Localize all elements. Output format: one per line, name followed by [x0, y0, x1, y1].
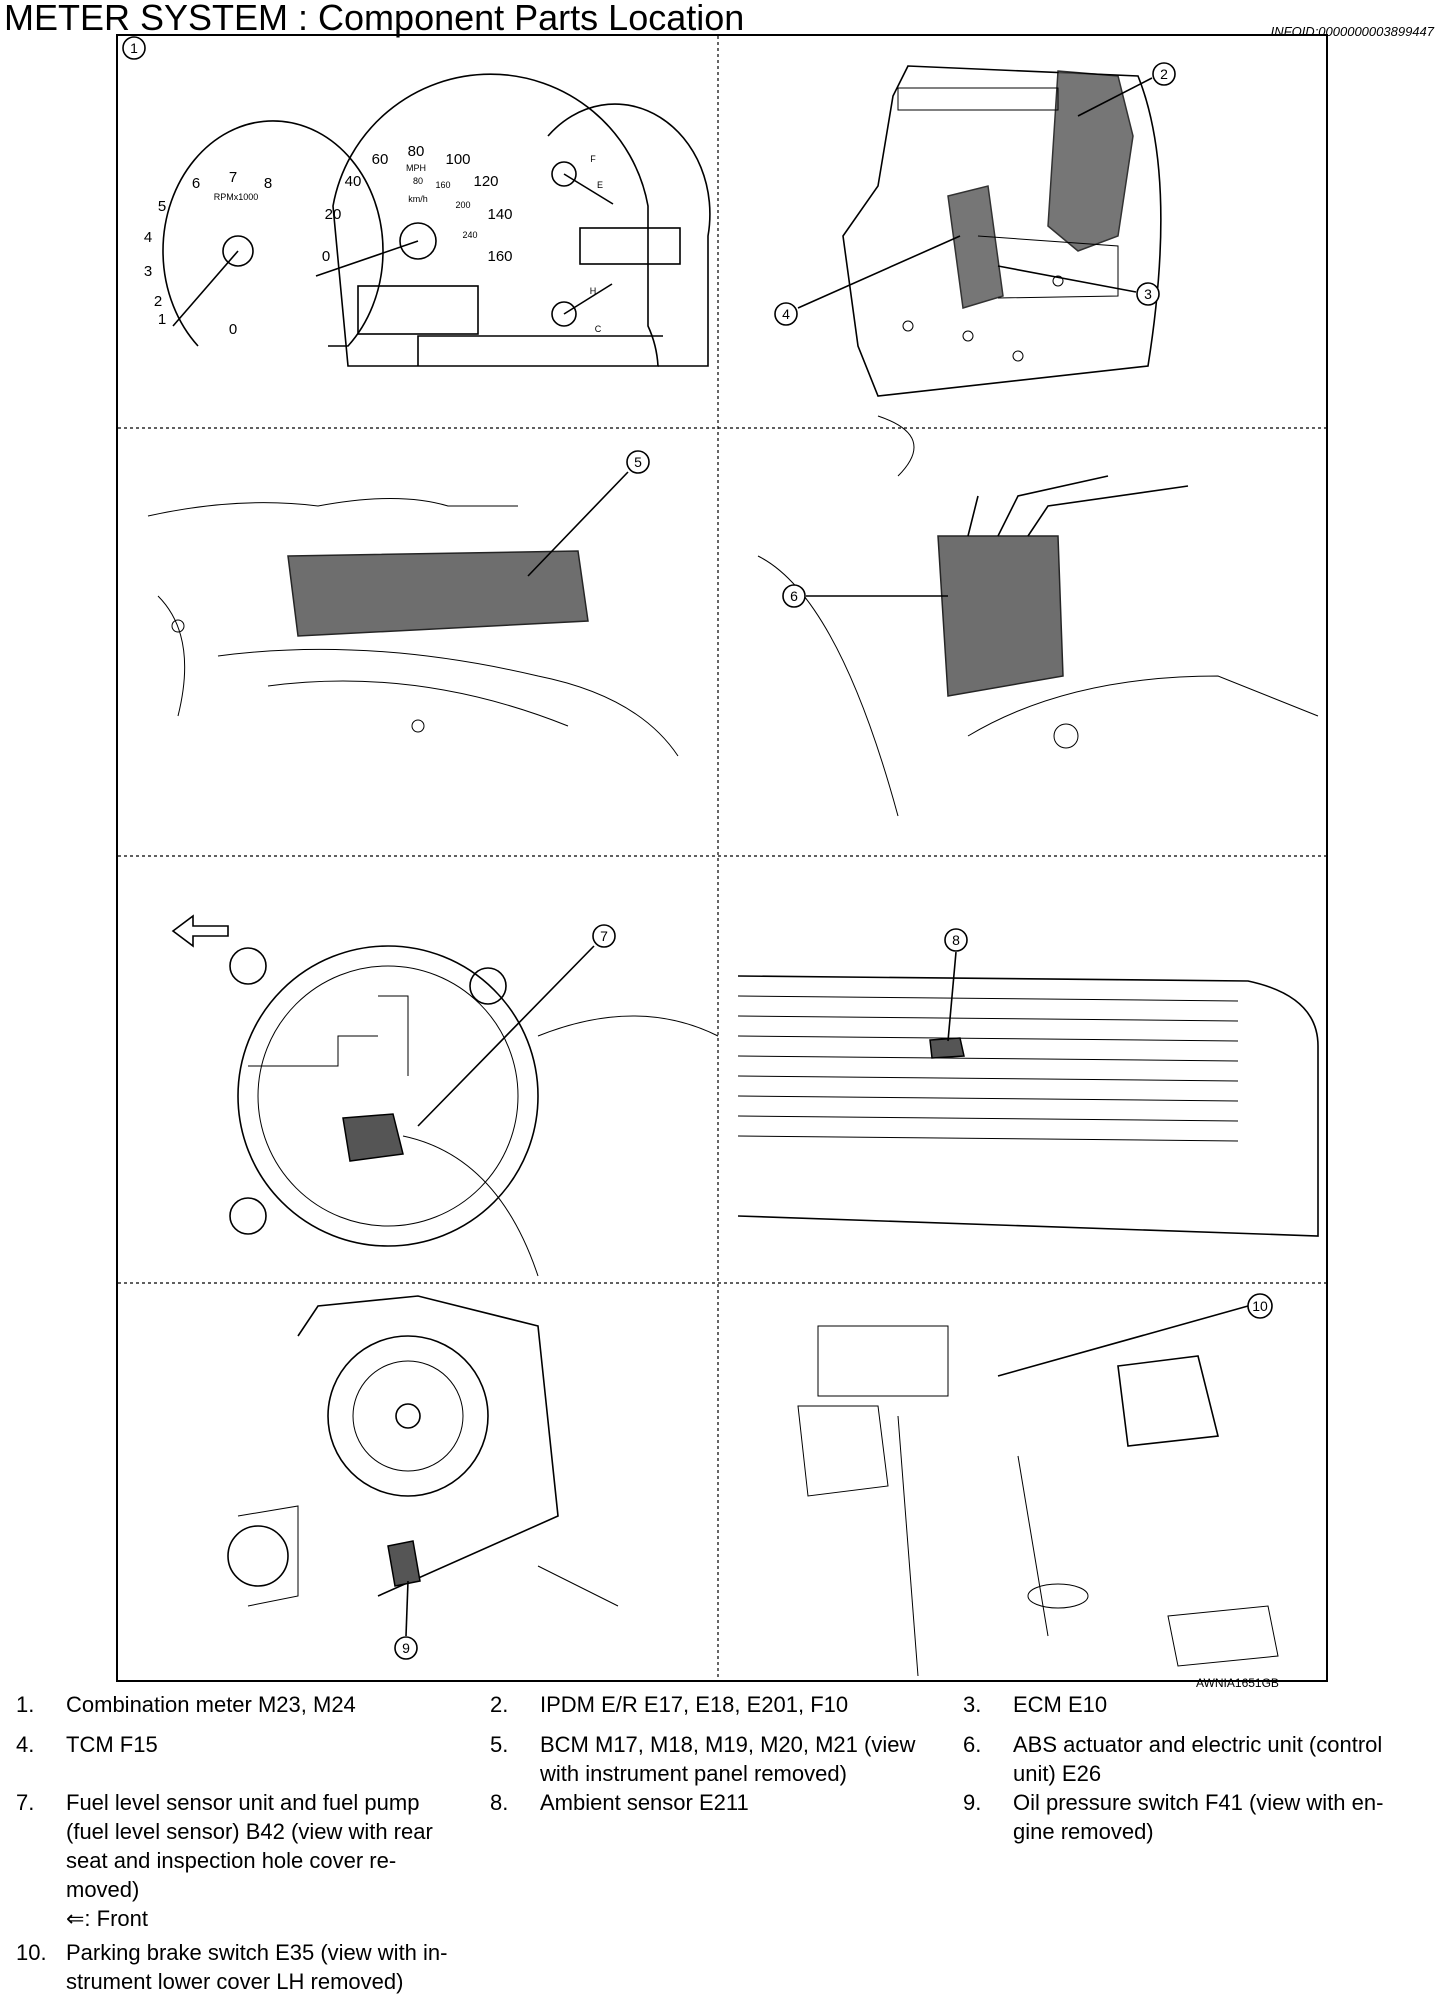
speedo-num-20: 20 — [325, 206, 342, 223]
tach-unit: RPMx1000 — [214, 192, 259, 202]
speedo-inner-240: 240 — [462, 230, 477, 240]
component-location-figure: 1 2 3 4 5 6 7 8 0 RPMx1000 0 20 40 60 80… — [116, 34, 1328, 1682]
callout-5: 5 — [626, 450, 650, 474]
figure-drawing: 1 2 3 4 5 6 7 8 0 RPMx1000 0 20 40 60 80… — [118, 36, 1326, 1680]
tach-num-1: 1 — [158, 311, 166, 328]
combination-meter-drawing: 1 2 3 4 5 6 7 8 0 RPMx1000 0 20 40 60 80… — [144, 73, 711, 367]
callout-10: 10 — [1247, 1293, 1273, 1319]
tach-num-5: 5 — [158, 198, 166, 215]
bcm-drawing — [147, 498, 679, 757]
svg-text:8: 8 — [952, 932, 960, 948]
parking-brake-drawing — [797, 1325, 1279, 1677]
callout-6: 6 — [782, 584, 806, 608]
page-title: METER SYSTEM : Component Parts Location — [4, 0, 745, 38]
speedo-num-120: 120 — [473, 173, 498, 190]
svg-text:3: 3 — [1144, 286, 1152, 302]
speedo-num-40: 40 — [345, 173, 362, 190]
svg-text:2: 2 — [1160, 66, 1168, 82]
speedo-unit-mph: MPH — [406, 163, 426, 173]
svg-text:5: 5 — [634, 454, 642, 470]
svg-text:6: 6 — [790, 588, 798, 604]
speedo-num-100: 100 — [445, 151, 470, 168]
callout-4: 4 — [774, 302, 798, 326]
svg-text:9: 9 — [402, 1640, 410, 1656]
fuel-empty: E — [597, 180, 603, 190]
tach-num-7: 7 — [229, 169, 237, 186]
tach-num-0: 0 — [229, 321, 237, 338]
svg-text:10: 10 — [1252, 1298, 1268, 1314]
speedo-num-80: 80 — [408, 143, 425, 160]
speedo-num-160: 160 — [487, 248, 512, 265]
oil-pressure-drawing — [227, 1295, 619, 1607]
callout-8: 8 — [944, 928, 968, 952]
legend-item-10: 10. Parking brake switch E35 (view with … — [16, 1940, 448, 1994]
ambient-sensor-drawing — [737, 975, 1319, 1237]
svg-text:7: 7 — [600, 928, 608, 944]
speedo-num-0: 0 — [322, 248, 330, 265]
temp-cold: C — [595, 324, 602, 334]
fuel-full: F — [590, 154, 596, 164]
speedo-num-60: 60 — [372, 151, 389, 168]
legend-item-5: 5. BCM M17, M18, M19, M20, M21 (view wit… — [490, 1732, 916, 1786]
legend-item-6: 6. ABS actuator and electric unit (contr… — [963, 1732, 1383, 1786]
front-arrow-icon — [171, 914, 229, 948]
figure-id: AWNIA1651GB — [1196, 1676, 1279, 1690]
tach-num-2: 2 — [154, 293, 162, 310]
fuel-sensor-drawing — [171, 914, 719, 1277]
speedo-num-140: 140 — [487, 206, 512, 223]
svg-text:1: 1 — [130, 40, 138, 56]
callout-1: 1 — [122, 36, 146, 60]
svg-text:4: 4 — [782, 306, 790, 322]
temp-hot: H — [590, 286, 597, 296]
speedo-inner-160: 160 — [435, 180, 450, 190]
callout-9: 9 — [394, 1636, 418, 1660]
callout-3: 3 — [1136, 282, 1160, 306]
speedo-inner-200: 200 — [455, 200, 470, 210]
legend-item-7: 7. Fuel level sensor unit and fuel pump … — [16, 1790, 433, 1931]
legend-item-9: 9. Oil pressure switch F41 (view with en… — [963, 1790, 1384, 1844]
speedo-unit-kmh: km/h — [408, 194, 428, 204]
callout-7: 7 — [592, 924, 616, 948]
tach-num-8: 8 — [264, 175, 272, 192]
tach-num-6: 6 — [192, 175, 200, 192]
tach-num-3: 3 — [144, 263, 152, 280]
tach-num-4: 4 — [144, 229, 152, 246]
speedo-inner-80: 80 — [413, 176, 423, 186]
abs-actuator-drawing — [757, 415, 1319, 817]
callout-2: 2 — [1152, 62, 1176, 86]
engine-bay-drawing — [842, 65, 1162, 397]
